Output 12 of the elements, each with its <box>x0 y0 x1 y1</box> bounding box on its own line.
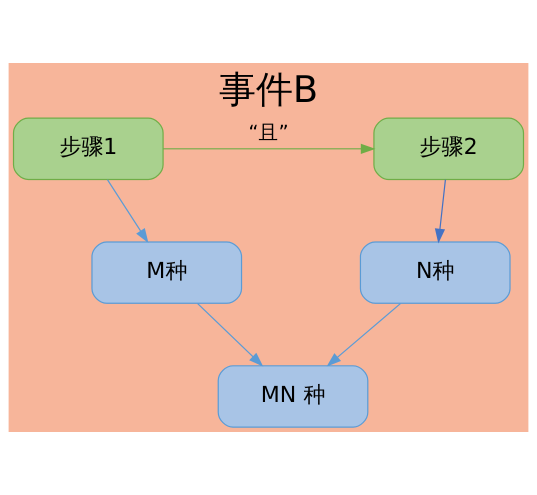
arrow <box>326 303 401 367</box>
node-box: MN 种 <box>218 365 368 428</box>
node-box: 步骤2 <box>373 118 524 180</box>
arrow <box>106 179 148 244</box>
node-box: M种 <box>91 241 242 304</box>
arrow <box>197 303 264 367</box>
node-box: 步骤1 <box>12 118 164 180</box>
diagram-title: 事件B <box>218 68 318 112</box>
arrow <box>434 180 446 244</box>
node-box: N种 <box>360 241 511 304</box>
arrow <box>163 144 376 154</box>
edge-label: “且” <box>248 120 289 144</box>
